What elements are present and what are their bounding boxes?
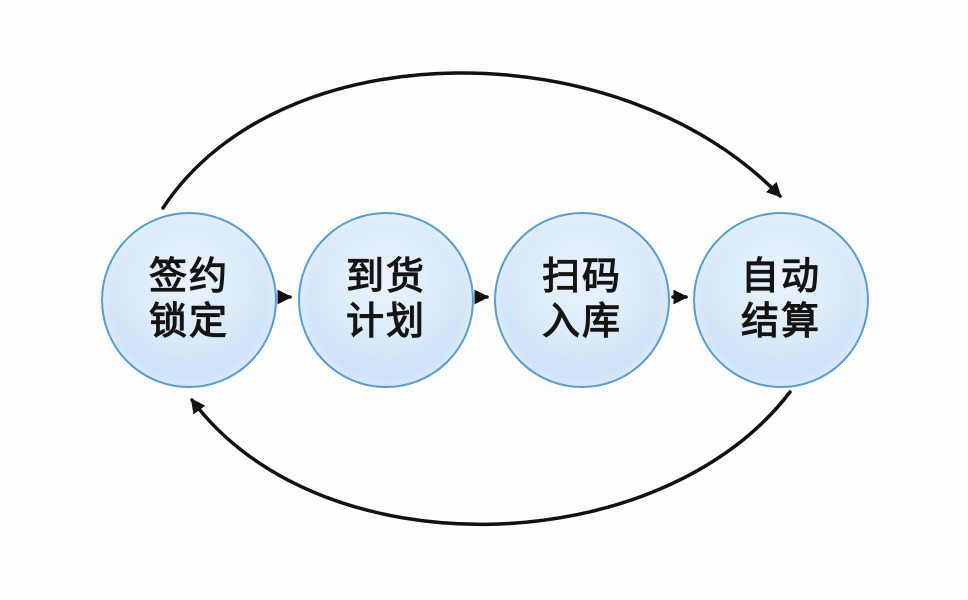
- node-scan-inbound: 扫码 入库: [494, 212, 670, 388]
- node-label-line: 扫码: [541, 256, 622, 299]
- node-sign-lock: 签约 锁定: [101, 212, 277, 388]
- node-label-line: 签约: [148, 256, 229, 299]
- arrow-top-cycle: [161, 71, 782, 210]
- node-label-line: 自动: [740, 256, 821, 299]
- node-label-line: 结算: [740, 301, 821, 343]
- node-label-line: 到货: [345, 256, 426, 299]
- node-auto-settle: 自动 结算: [693, 212, 869, 388]
- node-label-line: 入库: [541, 301, 622, 343]
- arrow-bottom-cycle: [190, 390, 792, 526]
- node-label-line: 计划: [345, 301, 426, 343]
- node-label-line: 锁定: [148, 301, 229, 343]
- node-arrival-plan: 到货 计划: [298, 212, 474, 388]
